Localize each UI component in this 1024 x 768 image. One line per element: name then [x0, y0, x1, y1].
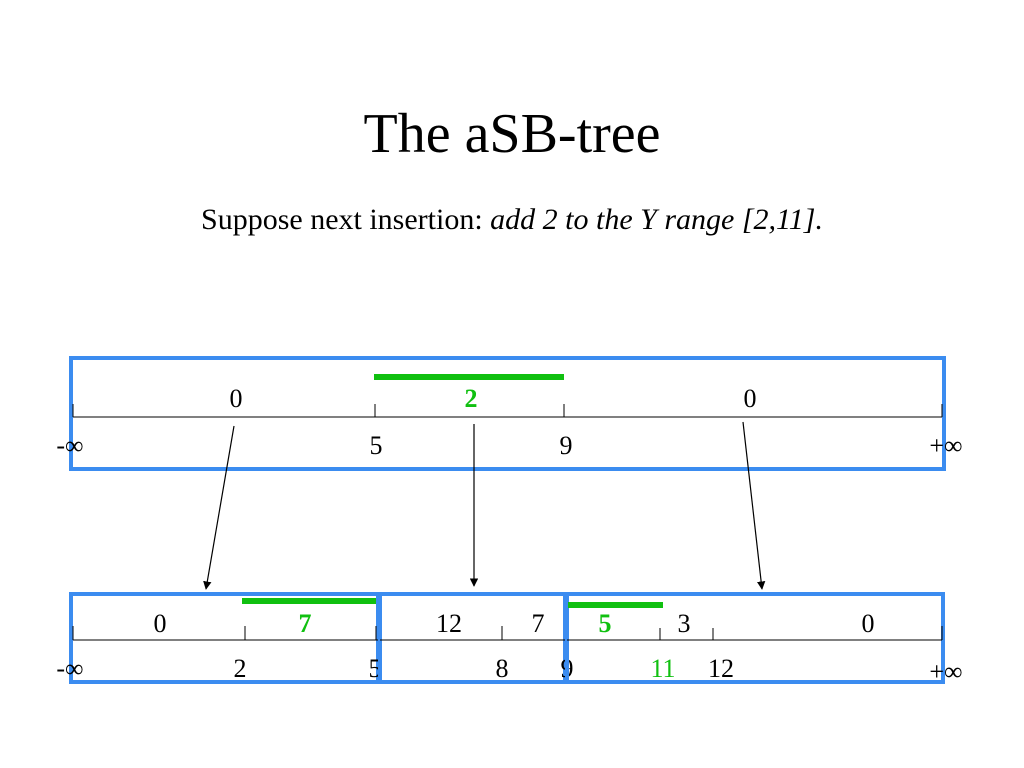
child-left-box [69, 592, 380, 684]
child-mid-value-12: 12 [436, 609, 462, 638]
root-key-9: 9 [560, 431, 573, 460]
child-right-box [565, 592, 945, 684]
subtitle-emphasis: add 2 to the Y range [2,11]. [490, 203, 823, 236]
child-mid-key-8: 8 [496, 654, 509, 683]
child-node-middle: 12 7 8 9 [378, 592, 574, 684]
root-key-neg-inf: -∞ [56, 431, 83, 460]
child-right-key-pos-inf: +∞ [929, 657, 962, 686]
child-mid-value-7: 7 [532, 609, 545, 638]
child-right-key-12: 12 [708, 654, 734, 683]
slide-title: The aSB-tree [363, 103, 661, 165]
child-left-key-2: 2 [234, 654, 247, 683]
child-left-value-0: 0 [154, 609, 167, 638]
root-key-pos-inf: +∞ [929, 431, 962, 460]
child-node-left: 0 7 -∞ 2 5 [56, 592, 382, 684]
child-right-value-0: 0 [862, 609, 875, 638]
root-node-box [69, 356, 946, 471]
child-node-right: 5 3 0 11 12 +∞ [565, 592, 963, 686]
child-left-value-7: 7 [299, 609, 312, 638]
child-mid-box [378, 592, 567, 684]
child-right-key-11: 11 [650, 654, 675, 683]
root-value-right: 0 [744, 384, 757, 413]
root-value-mid: 2 [465, 384, 478, 413]
arrow-to-right-child [742, 421, 766, 590]
arrow-to-left-child [203, 425, 235, 590]
subtitle-lead: Suppose next insertion: [201, 203, 491, 236]
child-right-value-5: 5 [599, 609, 612, 638]
root-value-left: 0 [230, 384, 243, 413]
child-right-value-3: 3 [678, 609, 691, 638]
slide-subtitle: Suppose next insertion: add 2 to the Y r… [0, 198, 1024, 242]
child-left-key-neg-inf: -∞ [56, 654, 83, 683]
root-key-5: 5 [370, 431, 383, 460]
root-node: 0 2 0 -∞ 5 9 +∞ [56, 356, 963, 471]
